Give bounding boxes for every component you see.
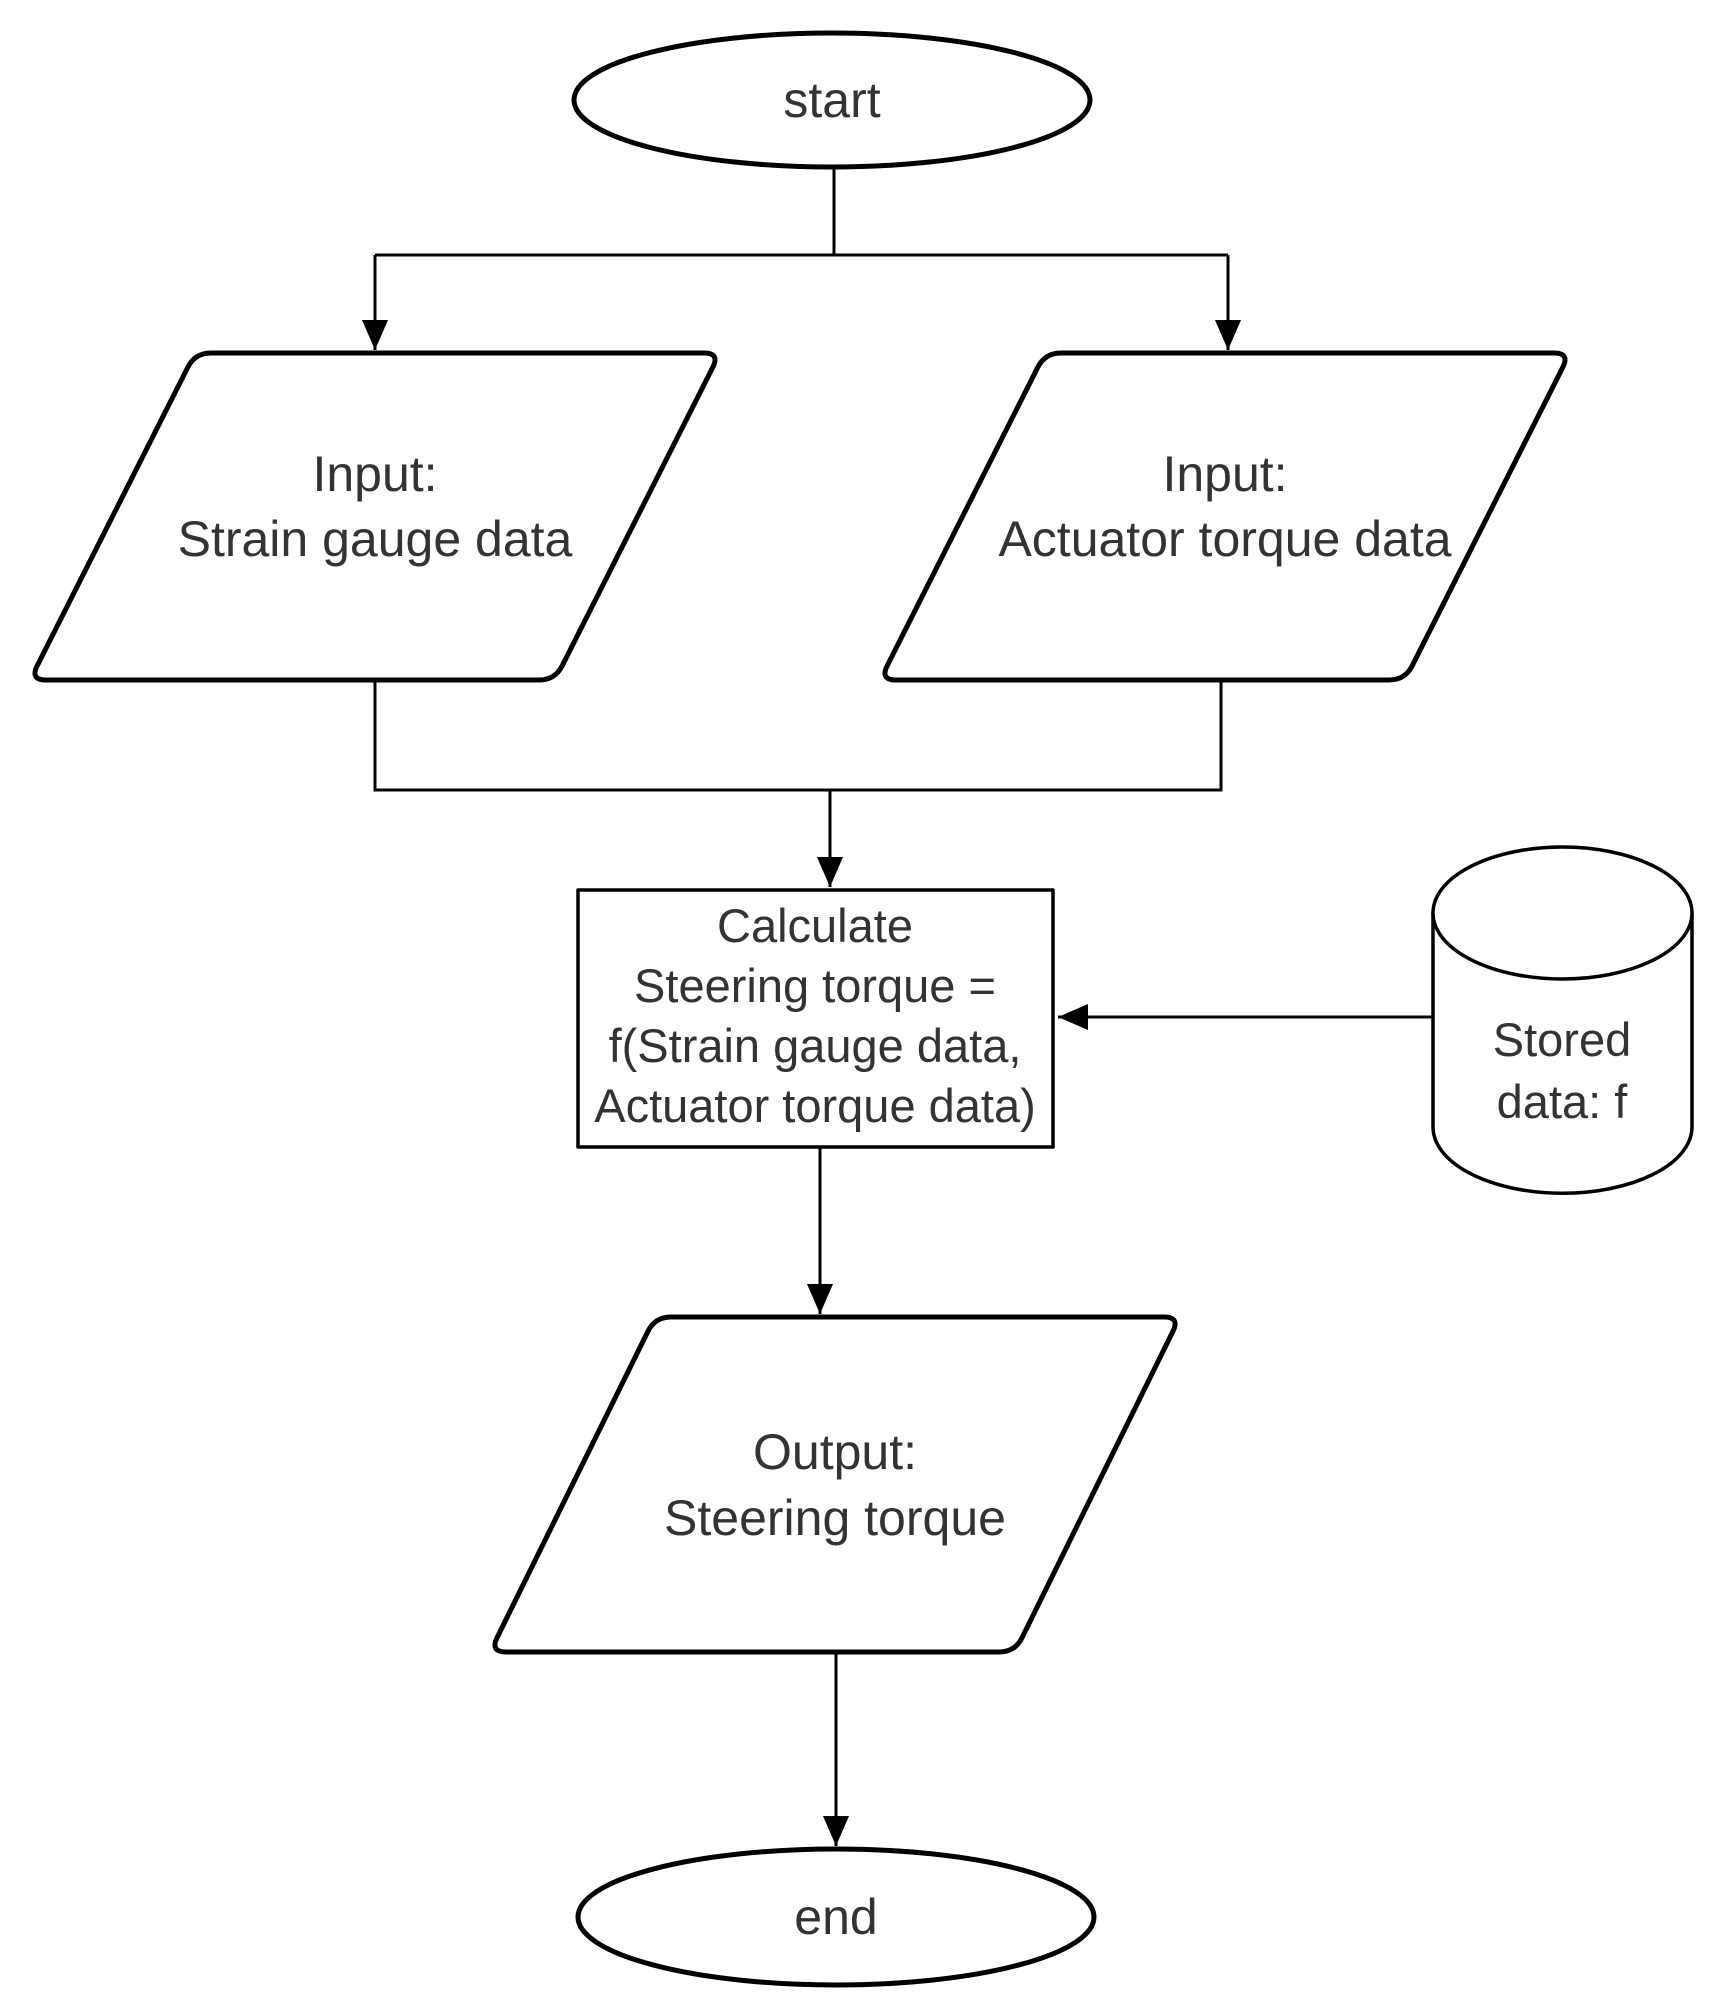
- output-line-1: Output:: [753, 1424, 917, 1480]
- input-strain-line-1: Input:: [312, 446, 437, 502]
- end-label: end: [794, 1889, 877, 1945]
- end-terminator-shape: [575, 1846, 1097, 1988]
- node-input-actuator: Input: Actuator torque data: [882, 350, 1568, 683]
- node-start: start: [571, 30, 1093, 170]
- output-parallelogram-shape: [492, 1314, 1178, 1655]
- start-terminator-shape: [571, 30, 1093, 170]
- input-actuator-line-1: Input:: [1162, 446, 1287, 502]
- calculate-line-3: f(Strain gauge data,: [609, 1019, 1022, 1072]
- node-output: Output: Steering torque: [492, 1314, 1178, 1655]
- stored-line-2: data: f: [1497, 1075, 1629, 1128]
- input-actuator-line-2: Actuator torque data: [998, 511, 1451, 567]
- start-label: start: [783, 72, 880, 128]
- input-actuator-parallelogram-shape: [882, 350, 1568, 683]
- node-end: end: [575, 1846, 1097, 1988]
- calculate-line-1: Calculate: [717, 899, 913, 952]
- stored-database-top-shape: [1431, 845, 1694, 981]
- edge-merge-bar: [373, 680, 1223, 792]
- calculate-line-4: Actuator torque data): [594, 1079, 1036, 1132]
- node-input-strain: Input: Strain gauge data: [32, 350, 718, 683]
- node-stored-data: Stored data: f: [1431, 845, 1694, 1195]
- calculate-line-2: Steering torque =: [634, 959, 996, 1012]
- input-strain-parallelogram-shape: [32, 350, 718, 683]
- edges: [362, 167, 1433, 1846]
- stored-line-1: Stored: [1493, 1013, 1631, 1066]
- input-strain-line-2: Strain gauge data: [178, 511, 573, 567]
- calculate-process-shape: [576, 888, 1055, 1149]
- stored-database-body-shape: [1431, 911, 1694, 1195]
- node-calculate: Calculate Steering torque = f(Strain gau…: [576, 888, 1055, 1149]
- output-line-2: Steering torque: [664, 1490, 1006, 1546]
